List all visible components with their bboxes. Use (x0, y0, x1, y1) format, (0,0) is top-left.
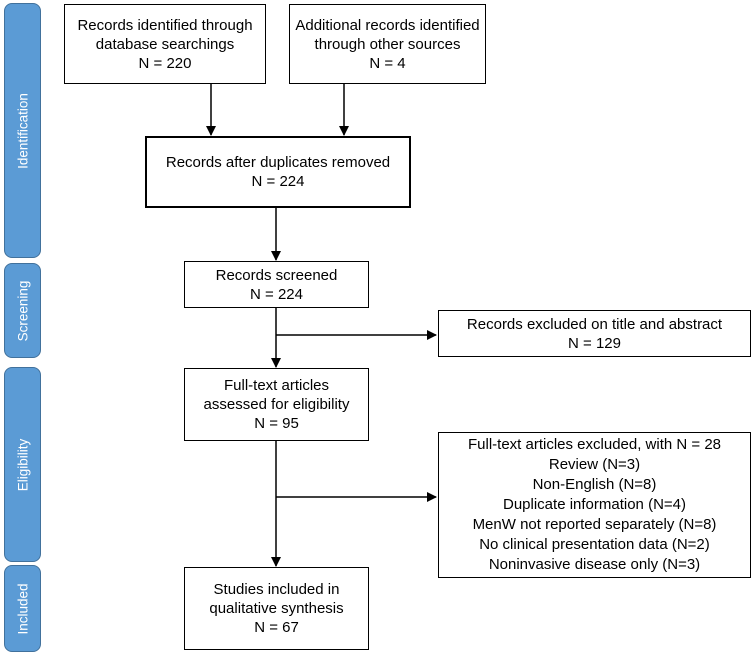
box-database-line-2: database searchings (95, 35, 235, 53)
exclusion-reason-noninvasive: Noninvasive disease only (N=3) (488, 556, 701, 573)
box-full-text-count: N = 95 (254, 415, 299, 432)
box-excluded-title-count: N = 129 (568, 334, 621, 352)
phase-eligibility: Eligibility (4, 367, 41, 562)
box-duplicates-removed: Records after duplicates removed N = 224 (145, 136, 411, 208)
box-database-line-1: Records identified through (77, 16, 253, 34)
box-included-line-1: Studies included in (213, 581, 340, 598)
exclusion-reason-menw: MenW not reported separately (N=8) (472, 516, 717, 533)
box-duplicates-removed-line-1: Records after duplicates removed (165, 154, 391, 171)
box-excluded-title-line-1: Records excluded on title and abstract (466, 315, 723, 333)
phase-included: Included (4, 565, 41, 652)
phase-identification: Identification (4, 3, 41, 258)
exclusion-reason-non-english: Non-English (N=8) (532, 476, 657, 493)
box-excluded-title-abstract: Records excluded on title and abstract N… (438, 310, 751, 357)
exclusion-reason-duplicate: Duplicate information (N=4) (503, 496, 686, 513)
box-records-screened: Records screened N = 224 (184, 261, 369, 308)
box-full-text-line-2: assessed for eligibility (203, 396, 350, 413)
box-excluded-full-text-heading: Full-text articles excluded, with N = 28 (467, 436, 722, 453)
exclusion-reason-no-clinical: No clinical presentation data (N=2) (479, 536, 710, 553)
box-records-screened-line-1: Records screened (215, 266, 338, 284)
phase-screening: Screening (4, 263, 41, 358)
box-other-sources-count: N = 4 (369, 54, 406, 72)
box-database-count: N = 220 (138, 54, 192, 72)
box-database-records: Records identified through database sear… (64, 4, 266, 84)
box-full-text-assessed: Full-text articles assessed for eligibil… (184, 368, 369, 441)
exclusion-reason-review: Review (N=3) (548, 456, 641, 473)
box-included-count: N = 67 (254, 619, 299, 636)
box-studies-included: Studies included in qualitative synthesi… (184, 567, 369, 650)
box-duplicates-removed-count: N = 224 (251, 173, 305, 190)
box-full-text-line-1: Full-text articles (223, 377, 330, 394)
box-other-sources: Additional records identified through ot… (289, 4, 486, 84)
box-records-screened-count: N = 224 (250, 285, 303, 303)
box-excluded-full-text: Full-text articles excluded, with N = 28… (438, 432, 751, 578)
box-included-line-2: qualitative synthesis (209, 600, 344, 617)
box-other-sources-line-1: Additional records identified (295, 16, 480, 34)
box-other-sources-line-2: through other sources (314, 35, 461, 53)
